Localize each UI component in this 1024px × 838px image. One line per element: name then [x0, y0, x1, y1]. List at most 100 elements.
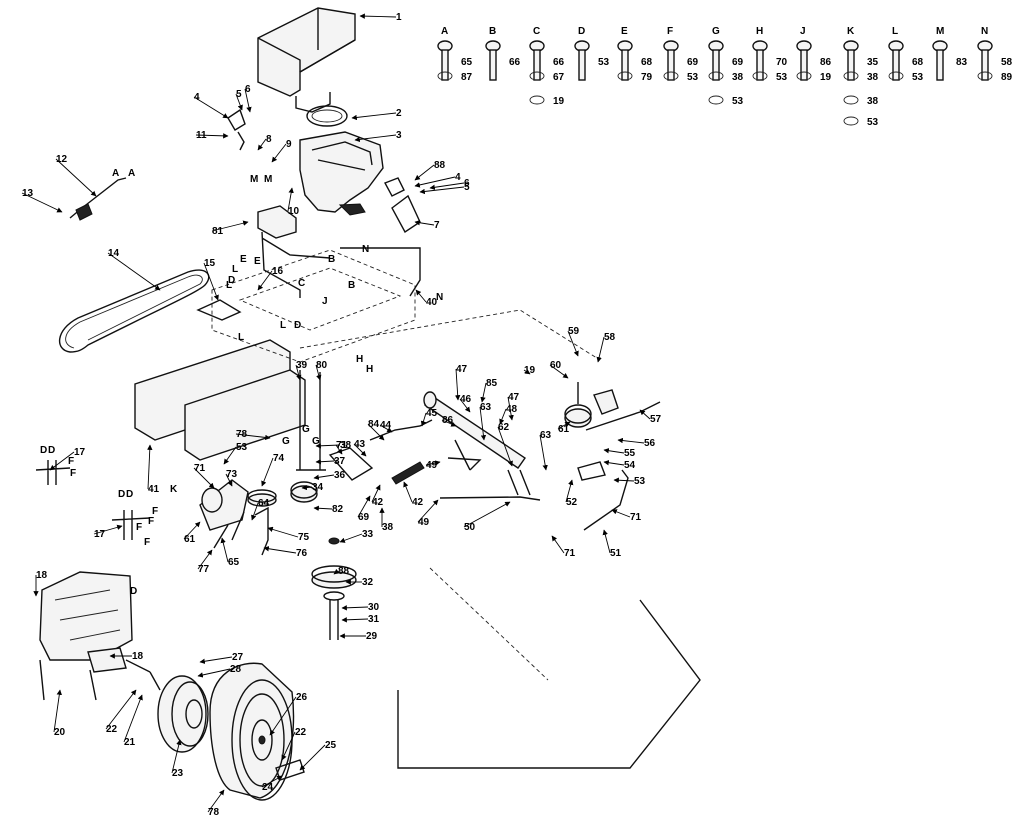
leader-arrow [420, 412, 427, 427]
callout-number: 71 [564, 548, 576, 559]
callout: 26 [269, 692, 308, 736]
callout-number: 22 [106, 724, 118, 735]
hardware-reference-letter: M [264, 174, 272, 185]
callout: 19 [523, 365, 536, 376]
bolt-shank-icon [936, 49, 944, 81]
callout-number: 13 [22, 188, 34, 199]
leader-arrow [315, 459, 335, 465]
callout: 51 [602, 529, 622, 559]
callout: 71 [611, 509, 642, 523]
callout: 78 [235, 429, 271, 441]
bolt-shank-icon [756, 49, 764, 81]
part-bracket-17a [35, 460, 71, 485]
callout: 53 [223, 442, 248, 465]
hardware-part-number: 87 [461, 72, 473, 83]
hardware-reference-letter: F [136, 522, 142, 533]
callout-number: 17 [74, 447, 86, 458]
leader-arrow [197, 549, 213, 570]
callout-number: 43 [354, 439, 366, 450]
hardware-letter: H [756, 26, 763, 37]
callout: 22 [281, 727, 307, 761]
callout-number: 20 [54, 727, 66, 738]
callout-number: 73 [226, 469, 238, 480]
callout-number: 50 [464, 522, 476, 533]
part-housing [299, 131, 384, 216]
callout-number: 18 [132, 651, 144, 662]
leader-arrow [295, 364, 302, 381]
hardware-part-number: 66 [553, 57, 565, 68]
part-plate-39 [328, 447, 374, 481]
callout: 69 [357, 495, 371, 523]
callout: 29 [339, 631, 378, 642]
callout-number: 28 [230, 664, 242, 675]
callout-number: 14 [108, 248, 120, 259]
leader-arrow [301, 484, 313, 491]
leader-arrow [257, 270, 273, 291]
hardware-reference-letter: D [294, 320, 301, 331]
callout-number: 71 [630, 512, 642, 523]
callout: 74 [261, 453, 285, 487]
callout: 31 [341, 614, 380, 625]
washer-icon [752, 71, 768, 81]
hardware-letter: A [441, 26, 448, 37]
callout-number: 34 [312, 482, 324, 493]
part-link-7 [391, 194, 421, 234]
hardware-reference-letter: F [148, 516, 154, 527]
callout-number: 51 [610, 548, 622, 559]
part-bracket-17b [111, 510, 151, 540]
callout: 3 [354, 130, 402, 143]
callout: 42 [371, 484, 384, 508]
hardware-reference-letter: N [436, 292, 443, 303]
callout: 10 [287, 187, 300, 217]
leader-arrow [603, 448, 625, 454]
leader-arrow [21, 192, 63, 213]
hardware-letter: L [892, 26, 898, 37]
callout: 81 [211, 220, 249, 237]
leader-arrow [197, 668, 231, 678]
callout: 4 [414, 172, 461, 188]
hardware-part-number: 58 [1001, 57, 1013, 68]
leader-arrow [261, 775, 283, 788]
callout: 82 [313, 504, 344, 515]
callout-number: 38 [382, 522, 394, 533]
hardware-reference-letter: E [240, 254, 247, 265]
callout-number: 77 [198, 564, 210, 575]
callout: 25 [299, 740, 337, 771]
leader-arrow [499, 408, 507, 425]
leader-arrow [414, 164, 435, 181]
hardware-part-number: 68 [641, 57, 653, 68]
callout-number: 9 [286, 139, 292, 150]
bolt-shank-icon [800, 49, 808, 81]
leader-arrow [123, 694, 143, 743]
callout-number: 53 [634, 476, 646, 487]
callout-number: 53 [236, 442, 248, 453]
hardware-letter: D [578, 26, 585, 37]
hardware-reference-letter: F [70, 468, 76, 479]
callout: 84 [367, 419, 385, 441]
callout-number: 10 [288, 206, 300, 217]
leader-arrow [339, 533, 363, 543]
leader-arrow [463, 501, 511, 528]
callout-number: 5 [236, 89, 242, 100]
callout-number: 82 [332, 504, 344, 515]
hardware-part-number: 53 [776, 72, 788, 83]
leader-arrow [359, 13, 397, 19]
callout-number: 17 [94, 529, 106, 540]
leader-arrow [602, 529, 611, 554]
leader-arrow [403, 481, 413, 503]
callout: 18 [109, 651, 144, 662]
leader-arrow [223, 446, 237, 465]
callout: 56 [617, 437, 656, 449]
callout: 2 [351, 108, 402, 121]
hardware-reference-letter: N [362, 244, 369, 255]
callout: 86 [441, 415, 457, 427]
washer-icon [708, 71, 724, 81]
callout: 14 [107, 248, 161, 291]
